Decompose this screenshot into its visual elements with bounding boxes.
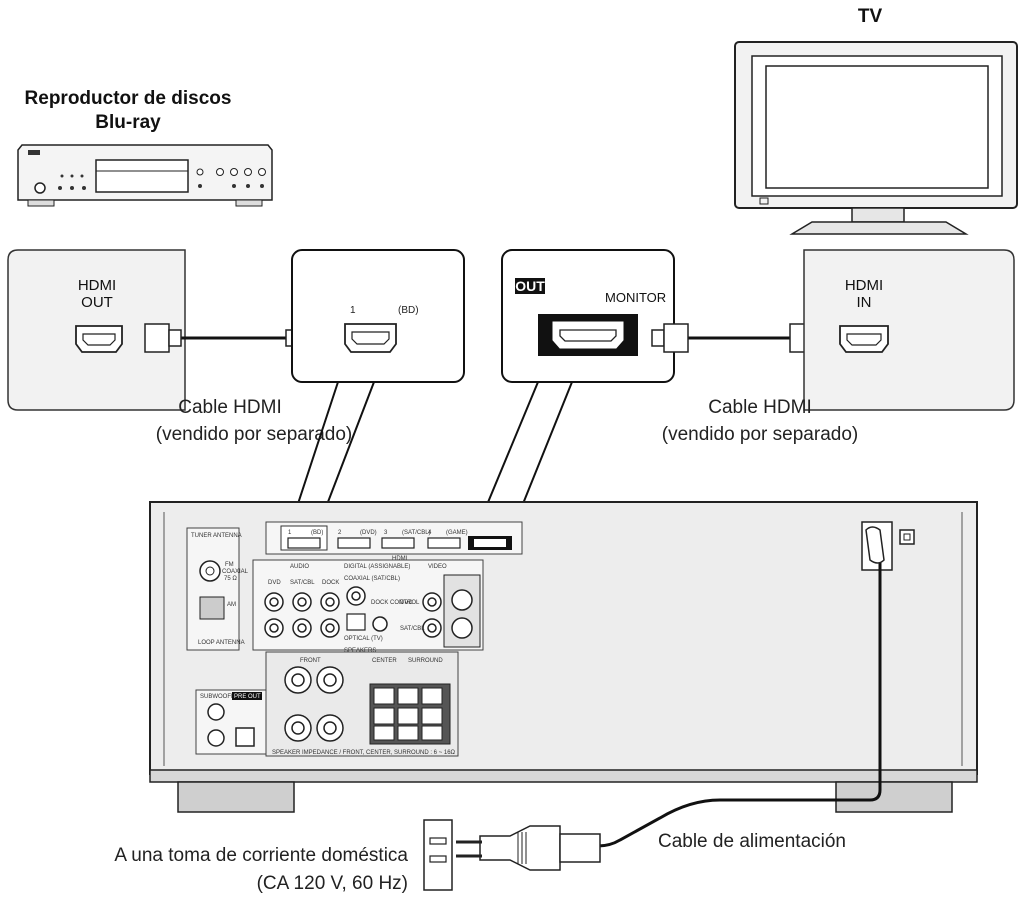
- tuner-antenna-label: TUNER ANTENNA: [191, 533, 242, 539]
- power-cord: [456, 526, 885, 871]
- cable-left-caption-line1: Cable HDMI: [178, 397, 281, 418]
- tv-hdmi-in-line1: HDMI: [845, 277, 883, 294]
- power-plug-icon: [479, 825, 561, 871]
- hdmi-cable-right: [651, 323, 827, 353]
- power-cable-caption: Cable de alimentación: [658, 831, 846, 852]
- loop-antenna-label: LOOP ANTENNA: [198, 640, 245, 646]
- hdmi-2-name: (DVD): [360, 530, 377, 536]
- out-badge: [515, 278, 545, 294]
- hdmi-4-name: (GAME): [446, 530, 468, 536]
- out-badge-label: OUT: [515, 278, 545, 294]
- audio-satcbl-label: SAT/CBL: [290, 580, 315, 586]
- player-label-line1: Reproductor de discos: [25, 88, 232, 109]
- input-name: (BD): [398, 305, 419, 316]
- subwoofer-label: SUBWOOFER: [200, 694, 240, 700]
- am-label: AM: [227, 602, 236, 608]
- video-satcbl-label: SAT/CBL: [400, 626, 425, 632]
- player-hdmi-out-callout: HDMI OUT: [7, 249, 186, 411]
- video-label: VIDEO: [428, 564, 447, 570]
- input-number: 1: [350, 305, 356, 316]
- dock-control-label: DOCK CONTROL: [371, 600, 420, 606]
- receiver-input-callout: 1 (BD): [291, 249, 465, 383]
- audio-dvd-label: DVD: [268, 580, 281, 586]
- bluray-player-illustration: Reproductor de discos Blu-ray: [17, 88, 273, 207]
- wall-outlet-icon: [423, 819, 453, 891]
- hdmi-1-num: 1: [288, 530, 292, 536]
- player-hdmi-out-line2: OUT: [81, 294, 113, 311]
- center-label: CENTER: [372, 658, 397, 664]
- audio-label: AUDIO: [290, 564, 309, 570]
- coaxial-label: COAXIAL: [222, 569, 249, 575]
- outlet-caption-line2: (CA 120 V, 60 Hz): [257, 873, 408, 894]
- pre-out-label: PRE OUT: [234, 694, 261, 700]
- receiver-output-callout: OUT MONITOR: [501, 249, 675, 383]
- tv-label: TV: [858, 6, 883, 27]
- hdmi-2-num: 2: [338, 530, 342, 536]
- hdmi-row-label: HDMI: [392, 556, 408, 562]
- hdmi-3-num: 3: [384, 530, 388, 536]
- front-label: FRONT: [300, 658, 321, 664]
- tv-illustration: TV: [734, 6, 1018, 235]
- optical-label: OPTICAL (TV): [344, 636, 383, 642]
- player-label-line2: Blu-ray: [95, 112, 161, 133]
- hdmi-3-name: (SAT/CBL): [402, 530, 431, 536]
- surround-label: SURROUND: [408, 658, 443, 664]
- cable-right-caption-line1: Cable HDMI: [708, 397, 811, 418]
- fm-label: FM: [225, 562, 234, 568]
- audio-dock-label: DOCK: [322, 580, 339, 586]
- ohm-label: 75 Ω: [224, 576, 237, 582]
- tv-hdmi-in-line2: IN: [857, 294, 872, 311]
- hdmi-4-num: 4: [428, 530, 432, 536]
- coaxial-satcbl-label: COAXIAL (SAT/CBL): [344, 576, 400, 582]
- player-hdmi-out-line1: HDMI: [78, 277, 116, 294]
- av-receiver-illustration: TUNER ANTENNA FM COAXIAL 75 Ω AM LOOP AN…: [149, 501, 978, 813]
- hdmi-1-name: (BD): [311, 530, 323, 536]
- video-dvd-label: DVD: [400, 600, 413, 606]
- cable-right-caption-line2: (vendido por separado): [662, 424, 858, 445]
- cable-left-caption-line2: (vendido por separado): [156, 424, 352, 445]
- tv-hdmi-in-callout: HDMI IN: [803, 249, 1015, 411]
- monitor-label: MONITOR: [605, 290, 666, 305]
- digital-label: DIGITAL (ASSIGNABLE): [344, 564, 410, 570]
- outlet-caption-line1: A una toma de corriente doméstica: [114, 845, 408, 866]
- speakers-label: SPEAKERS: [344, 648, 376, 654]
- impedance-label: SPEAKER IMPEDANCE / FRONT, CENTER, SURRO…: [272, 750, 456, 756]
